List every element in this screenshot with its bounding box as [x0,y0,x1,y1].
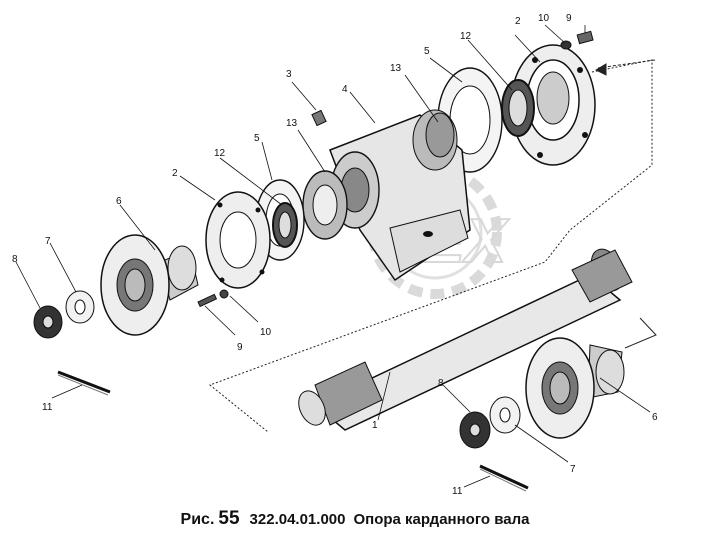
callout-2-right: 2 [515,16,521,27]
callout-13-right: 13 [390,63,402,74]
callout-7-right: 7 [570,464,576,475]
callout-6-left: 6 [116,196,122,207]
callout-8-left: 8 [12,254,18,265]
figure-title: Опора карданного вала [353,511,530,528]
castle-nut-right [459,411,491,449]
part-code: 322.04.01.000 [249,511,346,528]
leader-lines [15,24,651,488]
callout-10-right: 10 [538,13,550,24]
washer-left [65,290,95,324]
callout-6-right: 6 [652,412,658,423]
callout-7-left: 7 [45,236,51,247]
bearing-right [425,112,455,158]
companion-flange-left [100,234,199,336]
callout-2-left: 2 [172,168,178,179]
callout-11-left: 11 [42,402,53,413]
callout-8-right: 8 [438,378,444,389]
figure-caption: Рис.55 322.04.01.000 Опора карданного вала [0,508,710,530]
assembly-lines [209,59,657,433]
callout-13-left: 13 [286,118,298,129]
figure-prefix: Рис. [180,511,215,528]
companion-flange-right [525,337,625,439]
castle-nut-left [33,305,63,339]
callout-5-left: 5 [254,133,260,144]
callout-1: 1 [372,420,378,431]
seal-ring-right [501,79,535,137]
callout-11-right: 11 [452,486,463,497]
callout-10-left: 10 [260,327,272,338]
grease-fitting [311,109,327,127]
bolt-right [560,30,594,50]
figure-number: 55 [218,508,240,529]
cotter-pin-left [57,370,111,396]
seal-ring-left [272,202,298,248]
washer-right [489,396,521,434]
callout-9-right: 9 [566,13,572,24]
callout-5-right: 5 [424,46,430,57]
callout-labels: 2 10 9 12 5 13 3 4 13 5 12 2 6 7 8 10 9 … [12,13,658,497]
callout-12-left: 12 [214,148,226,159]
bearing-left [302,170,348,240]
bolt-left [197,289,229,308]
callout-3: 3 [286,69,292,80]
cover-flange-left [205,191,271,289]
callout-12-right: 12 [460,31,472,42]
shaft [298,248,633,431]
callout-4: 4 [342,84,348,95]
cotter-pin-right [479,464,529,492]
callout-9-left: 9 [237,342,243,353]
